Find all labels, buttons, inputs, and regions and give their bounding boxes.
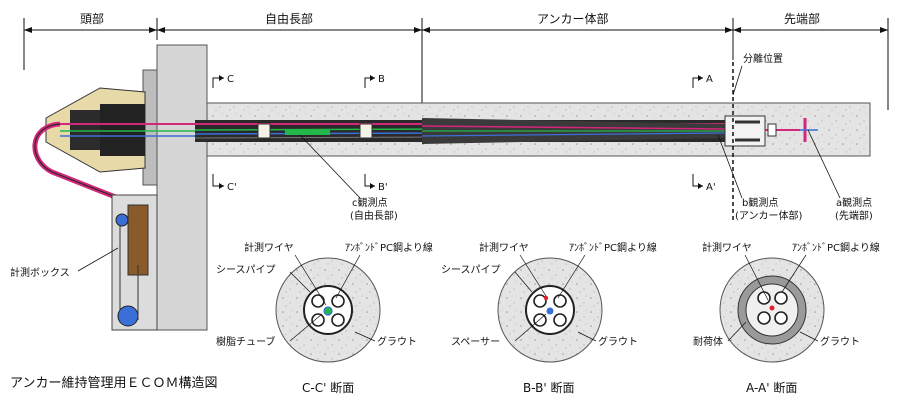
bb-wire-label: 計測ワイヤ <box>479 241 529 254</box>
bb-caption: B-B' 断面 <box>523 380 574 395</box>
bb-sheath-leader <box>514 271 533 293</box>
separation-leader <box>732 65 743 96</box>
cut-label-c-bottom: C' <box>227 182 237 193</box>
cut-label-b-top: B <box>378 74 385 85</box>
cc-tube-leader <box>289 313 323 342</box>
tip-assembly <box>724 115 818 147</box>
green-sensor-segment <box>285 130 330 135</box>
cc-strand-leader <box>335 254 361 299</box>
bb-grout-label: グラウト <box>598 335 638 348</box>
section-label-head: 頭部 <box>80 11 104 26</box>
bb-grout-leader <box>577 331 597 342</box>
tendon-bundle <box>194 118 726 144</box>
cc-sheath-leader <box>289 271 311 293</box>
section-label-anchor-body: アンカー体部 <box>537 11 609 26</box>
cut-label-a-bottom: A' <box>706 182 716 193</box>
spacer-block-1 <box>257 123 271 139</box>
aa-grout-label: グラウト <box>820 335 860 348</box>
anchor-head <box>45 87 195 173</box>
a-point-label: a観測点 <box>836 196 872 209</box>
aa-bearing-label: 耐荷体 <box>693 335 723 348</box>
bearing-wall <box>156 44 208 331</box>
cc-grout-label: グラウト <box>377 335 417 348</box>
aa-strand-label: ｱﾝﾎﾞﾝﾄﾞPC鋼より線 <box>792 241 880 254</box>
aa-grout-leader <box>799 331 819 342</box>
cross-section-aa <box>719 257 825 363</box>
dimension-line <box>23 18 889 110</box>
cc-tube-label: 樹脂チューブ <box>216 335 275 348</box>
cut-label-c-top: C <box>227 74 234 85</box>
c-point-label: c観測点 <box>352 196 388 209</box>
bb-strand-leader <box>557 254 586 299</box>
aa-bearing-leader <box>727 321 747 342</box>
bb-spacer-label: スペーサー <box>451 336 500 348</box>
cut-marker-a <box>692 75 703 189</box>
aa-caption: A-A' 断面 <box>746 380 797 395</box>
bb-strand-label: ｱﾝﾎﾞﾝﾄﾞPC鋼より線 <box>569 241 657 254</box>
b-point-sub: (アンカー体部) <box>735 209 803 222</box>
c-point-leader <box>299 134 361 199</box>
bb-wire-leader <box>519 254 547 297</box>
cut-label-a-top: A <box>706 74 713 85</box>
bb-spacer-leader <box>514 313 547 342</box>
measurement-box <box>111 194 158 331</box>
measurement-box-label: 計測ボックス <box>10 266 70 279</box>
a-point-leader <box>807 129 841 199</box>
aa-wire-leader <box>744 254 769 301</box>
cut-marker-c <box>212 75 224 189</box>
b-point-leader <box>717 134 743 199</box>
aa-wire-label: 計測ワイヤ <box>702 241 752 254</box>
spacer-block-2 <box>359 123 373 139</box>
section-label-tip: 先端部 <box>784 11 820 26</box>
figure-title: アンカー維持管理用ＥＣＯＭ構造図 <box>10 376 217 391</box>
c-point-sub: (自由長部) <box>350 209 398 222</box>
measurement-box-leader <box>77 247 119 272</box>
cc-caption: C-C' 断面 <box>302 380 354 395</box>
cross-section-bb <box>497 257 603 363</box>
cc-strand-label: ｱﾝﾎﾞﾝﾄﾞPC鋼より線 <box>345 241 433 254</box>
aa-strand-leader <box>781 254 807 293</box>
section-label-free-length: 自由長部 <box>265 11 313 26</box>
bb-sheath-label: シースパイプ <box>441 264 501 276</box>
cut-label-b-bottom: B' <box>378 182 388 193</box>
cut-marker-b <box>364 75 375 189</box>
b-point-label: b観測点 <box>742 196 778 209</box>
cc-wire-label: 計測ワイヤ <box>244 241 294 254</box>
cc-wire-leader <box>294 254 327 306</box>
cc-sheath-label: シースパイプ <box>216 264 276 276</box>
separation-position-label: 分離位置 <box>743 52 783 65</box>
a-point-sub: (先端部) <box>835 209 873 222</box>
cc-grout-leader <box>354 331 376 342</box>
